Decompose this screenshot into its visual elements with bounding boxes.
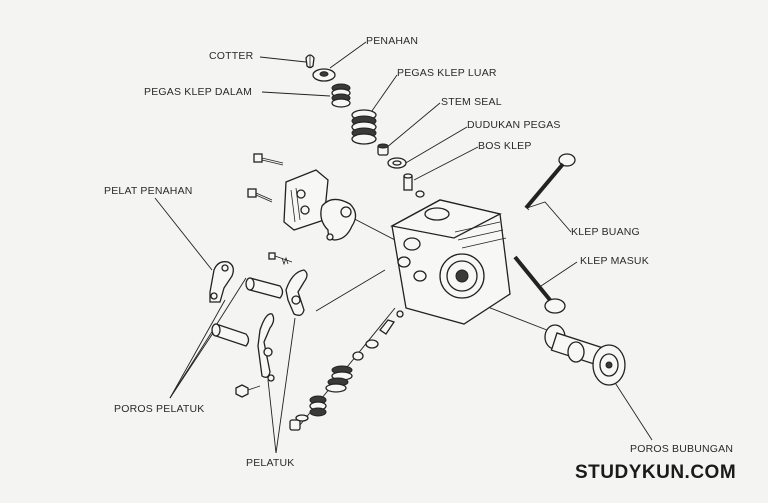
label-bos-klep: BOS KLEP	[478, 140, 532, 152]
cylinder-head-part	[390, 199, 511, 325]
label-klep-masuk: KLEP MASUK	[580, 255, 649, 267]
rocker-arms-part	[257, 269, 308, 382]
label-pegas-klep-dalam: PEGAS KLEP DALAM	[144, 86, 253, 98]
label-klep-buang: KLEP BUANG	[571, 226, 640, 238]
retainer-part	[312, 68, 336, 82]
label-pelatuk: PELATUK	[246, 457, 295, 469]
retaining-plate-part	[209, 261, 234, 303]
gasket-plate-part	[320, 198, 357, 241]
leader-lines	[154, 41, 653, 454]
intake-valve-part	[513, 255, 566, 314]
label-poros-pelatuk: POROS PELATUK	[114, 403, 205, 415]
adjuster-part	[235, 384, 309, 431]
label-pelat-penahan: PELAT PENAHAN	[104, 185, 193, 197]
label-poros-bubungan: POROS BUBUNGAN	[630, 443, 734, 455]
holder-part	[283, 169, 329, 231]
lower-spring-stack-part	[309, 310, 404, 417]
spring-seat-part	[387, 157, 407, 169]
inner-spring-part	[331, 83, 351, 108]
brand-watermark: STUDYKUN.COM	[575, 462, 737, 483]
small-bolt-part	[268, 252, 293, 266]
label-pegas-klep-luar: PEGAS KLEP LUAR	[397, 67, 497, 79]
stem-seal-part	[377, 143, 389, 156]
bolts-upper	[247, 153, 284, 203]
label-cotter: COTTER	[209, 50, 254, 62]
label-dudukan-pegas: DUDUKAN PEGAS	[467, 119, 561, 131]
valve-guide-part	[403, 173, 425, 198]
camshaft-part	[544, 324, 626, 386]
outer-spring-part	[351, 109, 377, 145]
exhaust-valve-part	[524, 153, 576, 211]
label-penahan: PENAHAN	[366, 35, 419, 47]
rocker-shafts-part	[211, 277, 284, 347]
cotter-part	[305, 54, 315, 69]
label-stem-seal: STEM SEAL	[441, 96, 502, 108]
